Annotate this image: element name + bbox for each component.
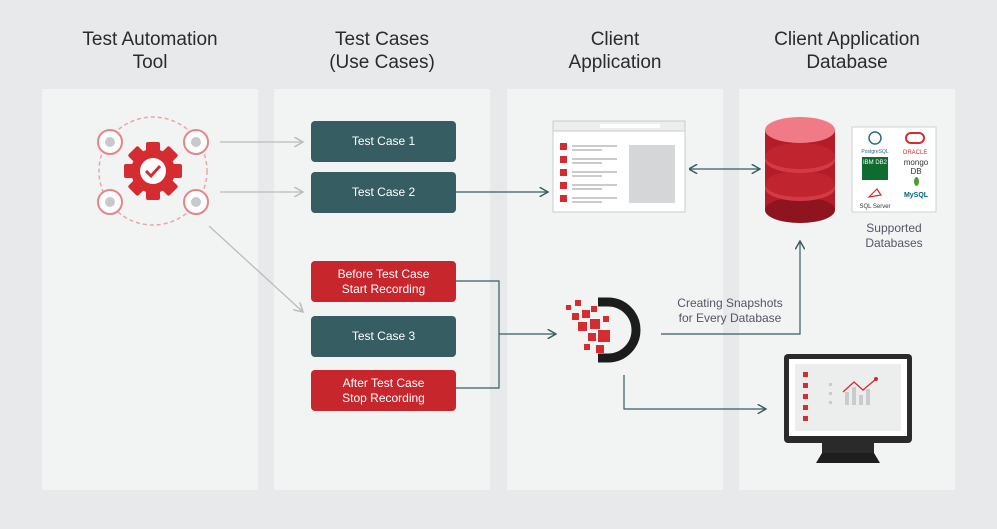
test-case-2-box: Test Case 2 <box>311 172 456 213</box>
flow-arrows <box>456 169 800 409</box>
sql-server-icon <box>867 188 883 198</box>
monitor-icon <box>784 354 912 463</box>
elephant-icon <box>868 131 882 145</box>
db-logo-ibm-db2: IBM DB2 <box>862 157 888 180</box>
tool-arrows <box>208 142 303 312</box>
supported-databases-label: Supported Databases <box>865 221 923 250</box>
column-title-test-cases: Test Cases (Use Cases) <box>329 29 435 73</box>
after-test-case-box: After Test Case Stop Recording <box>311 370 456 411</box>
column-title-database: Client Application Database <box>774 29 920 73</box>
snapshots-label: Creating Snapshots for Every Database <box>677 296 783 325</box>
column-title-client-application: Client Application <box>568 29 662 73</box>
db-logo-postgresql: PostgreSQL <box>858 131 892 155</box>
db-logo-sql-server: SQL Server <box>856 186 894 210</box>
db-logo-mongodb: mongo DB <box>898 158 934 186</box>
db-logo-mysql: MySQL <box>903 192 929 199</box>
before-test-case-box: Before Test Case Start Recording <box>311 261 456 302</box>
product-logo-icon <box>566 297 641 363</box>
oracle-ring-icon <box>905 132 925 144</box>
database-icon <box>765 117 835 223</box>
automation-gear-icon <box>97 116 209 226</box>
mongodb-leaf-icon <box>913 177 919 186</box>
column-title-automation-tool: Test Automation Tool <box>82 29 218 73</box>
client-app-window-icon <box>552 120 686 213</box>
test-case-3-box: Test Case 3 <box>311 316 456 357</box>
test-case-1-box: Test Case 1 <box>311 121 456 162</box>
db-logo-oracle: ORACLE <box>898 131 932 156</box>
